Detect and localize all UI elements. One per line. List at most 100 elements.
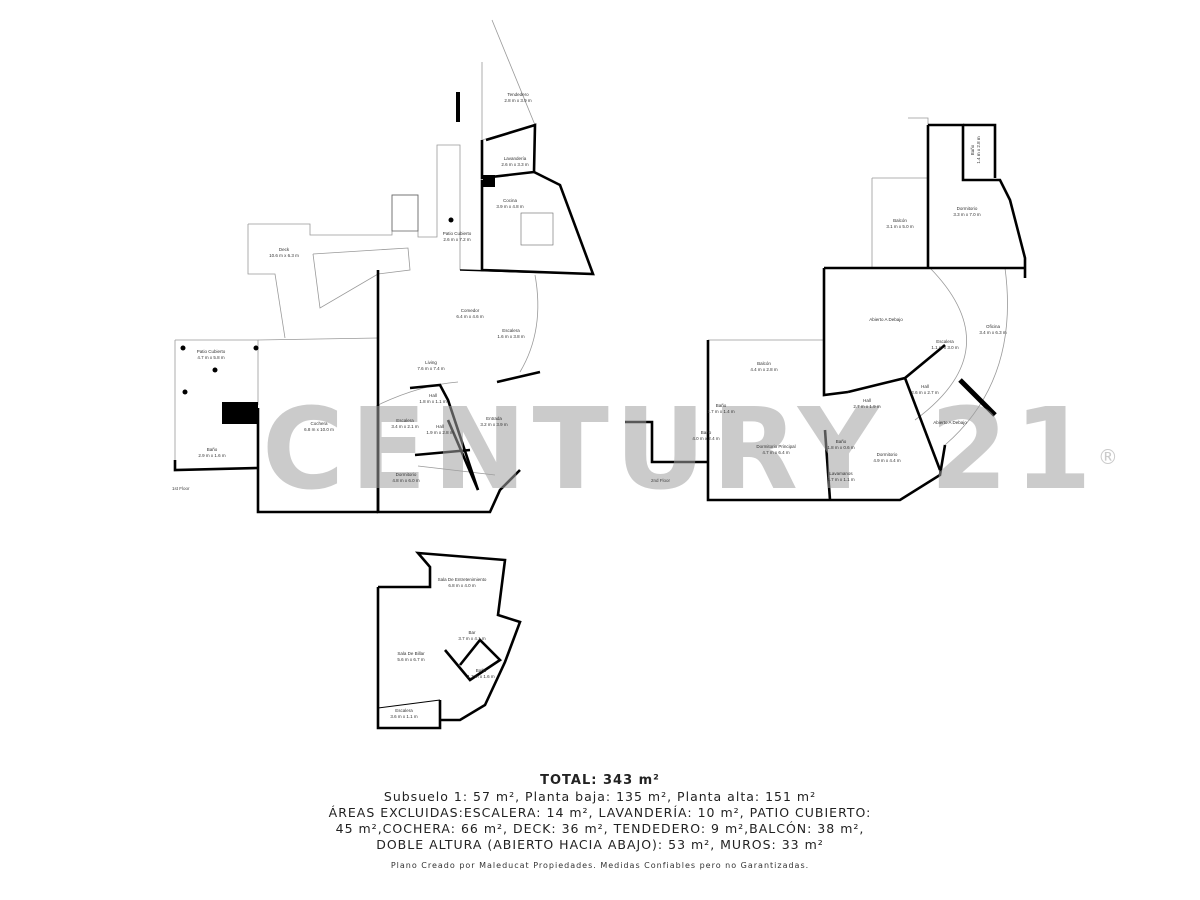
first-floor-plan (173, 19, 967, 514)
room-dims: 1.1 m x 3.0 m (931, 345, 959, 350)
room-dims: 1.7 m x 1.1 m (827, 477, 855, 482)
room-name: Sala De Billar (397, 651, 425, 656)
summary-line: DOBLE ALTURA (ABIERTO HACIA ABAJO): 53 m… (376, 837, 824, 852)
room-name: Dormitorio Principal (756, 444, 796, 449)
room-name: Dormitorio (876, 452, 898, 457)
room-name: Baño (835, 439, 847, 444)
room-name: Hall (436, 424, 444, 429)
room-name: Escalera (936, 339, 954, 344)
room-name: Patio Cubierto (442, 231, 472, 236)
room-dims: 2.7 m x 1.9 m (853, 404, 881, 409)
room-dims: 4.0 m x 2.4 m (692, 436, 720, 441)
room-name: Escalera (502, 328, 520, 333)
room-dims: 2.6 m x 3.3 m (501, 162, 529, 167)
room-dims: 1.8 m x 0.6 m (827, 445, 855, 450)
room-name: Hall (921, 384, 929, 389)
room-dims: 3.3 m x 7.0 m (953, 212, 981, 217)
room-name: Oficina (985, 324, 1001, 329)
room-dims: 1.9 m x 2.8 m (426, 430, 454, 435)
room-name: Baño (715, 403, 727, 408)
room-dims: 4.7 m x 6.4 m (762, 450, 790, 455)
room-dims: 7.6 m x 7.4 m (417, 366, 445, 371)
room-name: Comedor (460, 308, 480, 313)
room-dims: 4.4 m x 2.8 m (750, 367, 778, 372)
basement-plan (376, 551, 522, 730)
room-name: Baño (700, 430, 712, 435)
room-name: Bar (468, 630, 476, 635)
room-dims: 3.1 m x 5.0 m (886, 224, 914, 229)
room-name: Escalera (395, 708, 413, 713)
room-name: Lavamanos (829, 471, 853, 476)
area-summary: TOTAL: 343 m² Subsuelo 1: 57 m², Planta … (0, 772, 1200, 870)
room-dims: 1.8 m x 1.1 m (419, 399, 447, 404)
room-name: Balcón (757, 361, 771, 366)
room-dims: 4.8 m x 6.0 m (392, 478, 420, 483)
room-name: Sala De Entretenimiento (437, 577, 487, 582)
summary-line: Subsuelo 1: 57 m², Planta baja: 135 m², … (383, 789, 817, 804)
room-name: Dormitorio (395, 472, 417, 477)
summary-line: ÁREAS EXCLUIDAS:ESCALERA: 14 m², LAVANDE… (328, 805, 872, 820)
first-floor-label: 1st Floor (172, 486, 190, 491)
room-dims: 10.6 m x 6.3 m (269, 253, 299, 258)
room-dims: 4.7 m x 5.8 m (197, 355, 225, 360)
room-name: Hall (429, 393, 437, 398)
room-name: Balcón (893, 218, 907, 223)
room-dims: 3.4 m x 2.1 m (391, 424, 419, 429)
room-dims: 5.6 m x 6.7 m (397, 657, 425, 662)
room-dims: 6.8 m x 4.0 m (448, 583, 476, 588)
room-name: Cocina (502, 198, 518, 203)
room-name: Abierto A Debajo (869, 317, 903, 322)
room-dims: 3.9 m x 4.8 m (496, 204, 524, 209)
room-dims: 1.7 m x 1.6 m (467, 674, 495, 679)
room-name: Lavandería (503, 156, 527, 161)
room-dims: 2.9 m x 1.6 m (198, 453, 226, 458)
room-dims: 6.8 m x 10.0 m (304, 427, 334, 432)
room-dims: 3.4 m x 6.3 m (979, 330, 1007, 335)
room-name: Cochera (310, 421, 328, 426)
room-name: Deck (278, 247, 290, 252)
room-dims: 1.6 m x 3.8 m (497, 334, 525, 339)
room-dims: 6.4 m x 4.6 m (456, 314, 484, 319)
room-abierto-a-debajo: Abierto A Debajo (933, 420, 967, 426)
room-name: Baño (206, 447, 218, 452)
room-name: Baño (475, 668, 487, 673)
room-name: Dormitorio (956, 206, 978, 211)
room-name: Patio Cubierto (196, 349, 226, 354)
room-name: Tendedero (507, 92, 529, 97)
room-name: Living (425, 360, 437, 365)
summary-line: 45 m²,COCHERA: 66 m², DECK: 36 m², TENDE… (335, 821, 865, 836)
total-area: TOTAL: 343 m² (540, 773, 660, 788)
room-name: Abierto A Debajo (933, 420, 967, 425)
room-dims: 1.7 m x 1.4 m (707, 409, 735, 414)
credit-note: Plano Creado por Maleducat Propiedades. … (390, 861, 810, 870)
room-dims: 1.4 m x 2.8 m (976, 136, 981, 164)
room-abierto-a-debajo: Abierto A Debajo (869, 317, 903, 323)
